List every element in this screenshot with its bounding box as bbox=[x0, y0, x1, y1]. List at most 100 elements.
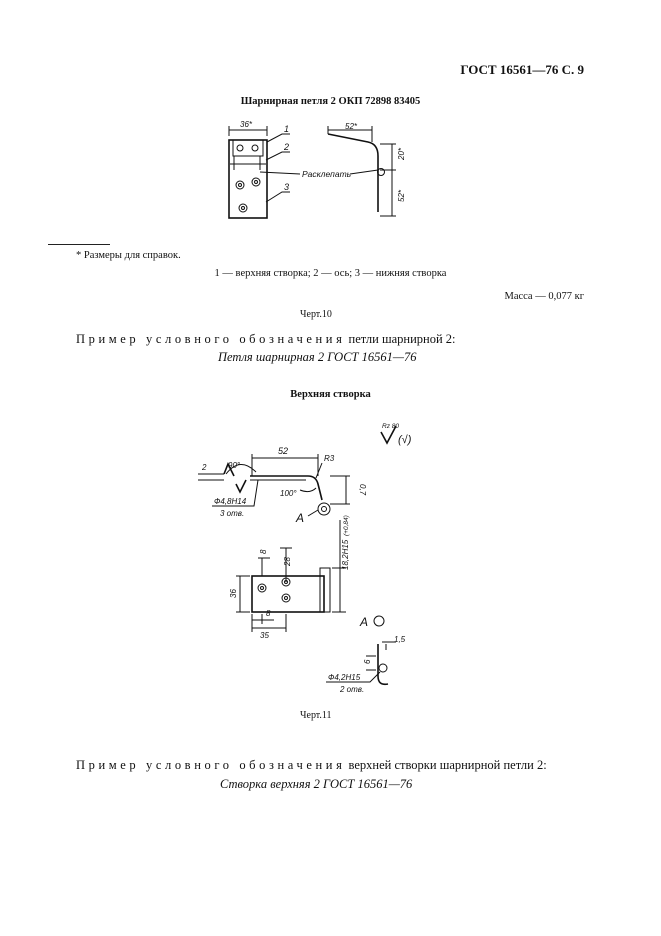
rivet-note: Расклепать bbox=[302, 169, 351, 179]
dim-width-line bbox=[228, 126, 268, 136]
dim-8-bottom-line bbox=[251, 614, 274, 632]
dim-bore-tol: (+0,84) bbox=[343, 515, 350, 536]
legend: 1 — верхняя створка; 2 — ось; 3 — нижняя… bbox=[214, 268, 447, 279]
leaf-profile bbox=[250, 475, 323, 501]
dim-width-label: 36* bbox=[240, 120, 253, 129]
knuckle-lines bbox=[230, 156, 266, 170]
roughness-label: Rz 80 bbox=[382, 423, 399, 430]
example-1-lead-spaced: Пример условного обозначения bbox=[76, 332, 346, 346]
footnote-rule bbox=[48, 244, 110, 245]
view-a-arrow bbox=[307, 509, 319, 517]
example-2-lead-tail: верхней створки шарнирной петли 2: bbox=[345, 758, 547, 772]
dim-8-bottom-label: 8 bbox=[266, 609, 271, 618]
example-1-lead: Пример условного обозначения петли шарни… bbox=[76, 332, 456, 347]
dim-52-label: 52 bbox=[278, 446, 288, 456]
dim-2-line bbox=[198, 473, 224, 481]
knuckle-inner bbox=[321, 506, 327, 512]
dim-90deg-label: 90° bbox=[228, 461, 241, 470]
dim-15-line bbox=[382, 641, 396, 650]
hole-upper-left bbox=[236, 144, 244, 152]
plan-hole-3-core bbox=[284, 596, 288, 600]
view-a-rotate-icon bbox=[373, 615, 385, 627]
rivet-3-core bbox=[241, 206, 245, 210]
hole-main-label: Ф4,8Н14 bbox=[214, 497, 247, 506]
dim-height2-label: 52* bbox=[397, 189, 406, 202]
callout-leaders bbox=[265, 133, 290, 203]
callout-1: 1 bbox=[284, 124, 289, 134]
leaf-plan-outline bbox=[251, 575, 325, 613]
dim-28-line bbox=[280, 547, 292, 582]
hole-small-label: Ф4,2Н15 bbox=[328, 673, 361, 682]
profile-knuckle bbox=[377, 168, 385, 176]
dim-07-label: 0,7 bbox=[358, 484, 367, 496]
footnote: * Размеры для справок. bbox=[76, 250, 181, 261]
view-a-profile bbox=[377, 644, 389, 686]
rivet-3 bbox=[238, 203, 248, 213]
dim-r3-leader bbox=[315, 462, 323, 479]
rivet-2-core bbox=[254, 180, 258, 184]
view-a-knuckle bbox=[378, 663, 388, 673]
example-2-lead-spaced: Пример условного обозначения bbox=[76, 758, 346, 772]
dim-length-label: 52* bbox=[345, 122, 358, 131]
hole-small-leader bbox=[326, 671, 381, 683]
dim-6-line bbox=[366, 655, 376, 671]
example-1-value: Петля шарнирная 2 ГОСТ 16561—76 bbox=[218, 350, 417, 364]
dim-8-top-line bbox=[258, 557, 270, 576]
dim-28-label: 28 bbox=[283, 557, 292, 567]
dim-100deg-arc bbox=[299, 487, 317, 493]
roughness-paren: (√) bbox=[398, 434, 412, 446]
dim-8-top-label: 8 bbox=[259, 549, 268, 554]
rivet-note-leaders bbox=[259, 169, 379, 175]
dim-52-line bbox=[251, 454, 319, 476]
dim-36-line bbox=[236, 575, 250, 613]
hole-upper-right bbox=[251, 144, 259, 152]
plan-hole-3 bbox=[281, 593, 291, 603]
roughness-mark-left-icon bbox=[223, 462, 235, 477]
hole-main-leader bbox=[212, 479, 259, 507]
lower-leaf-outline bbox=[228, 139, 268, 219]
section1-title: Шарнирная петля 2 ОКП 72898 83405 bbox=[240, 96, 421, 107]
rivet-1-core bbox=[238, 183, 242, 187]
dim-r3-label: R3 bbox=[324, 454, 335, 463]
rivet-2 bbox=[251, 177, 261, 187]
page-header: ГОСТ 16561—76 С. 9 bbox=[460, 62, 584, 77]
profile-view bbox=[327, 133, 379, 212]
upper-leaf-outline bbox=[232, 139, 264, 157]
figure-caption-10: Черт.10 bbox=[300, 309, 332, 320]
roughness-check-icon bbox=[380, 425, 397, 445]
dim-07-line bbox=[330, 475, 350, 505]
hole-count-label: 3 отв. bbox=[220, 509, 244, 518]
dim-35-label: 35 bbox=[260, 631, 269, 640]
dim-100deg-label: 100° bbox=[280, 489, 297, 498]
knuckle-plan bbox=[319, 567, 331, 613]
example-2-lead: Пример условного обозначения верхней ств… bbox=[76, 758, 547, 773]
hinge-assembly-drawing: 36* 1 2 3 Расклепать 52* 20* 52* bbox=[228, 120, 406, 219]
plan-hole-1-core bbox=[260, 586, 264, 590]
section2-title: Верхняя створка bbox=[290, 389, 371, 400]
mass-note: Масса — 0,077 кг bbox=[504, 291, 584, 302]
roughness-mark-right-icon bbox=[235, 479, 247, 494]
callout-2: 2 bbox=[283, 142, 289, 152]
dim-bore-label: 18,2Н15 bbox=[341, 539, 350, 570]
figure-caption-11: Черт.11 bbox=[300, 710, 332, 721]
dim-90deg-arc bbox=[225, 464, 257, 475]
example-1-lead-tail: петли шарнирной 2: bbox=[345, 332, 456, 346]
dim-height-lines bbox=[380, 143, 396, 217]
view-a-title: А bbox=[359, 615, 368, 629]
upper-leaf-drawing: Rz 80 (√) 52 R3 90° 100° 2 Ф4,8Н14 3 отв… bbox=[198, 423, 412, 694]
dim-length-line bbox=[327, 126, 373, 142]
hole-small-count: 2 отв. bbox=[339, 685, 364, 694]
dim-height1-label: 20* bbox=[397, 147, 406, 161]
dim-36-label: 36 bbox=[229, 589, 238, 598]
dim-15-label: 1,5 bbox=[394, 635, 406, 644]
knuckle-outer bbox=[317, 502, 331, 516]
dim-6-label: 6 bbox=[363, 659, 372, 664]
plan-hole-1 bbox=[257, 583, 267, 593]
rivet-1 bbox=[235, 180, 245, 190]
dim-bore-line bbox=[332, 520, 346, 613]
dim-2-label: 2 bbox=[201, 463, 207, 472]
callout-3: 3 bbox=[284, 182, 289, 192]
dim-35-line bbox=[252, 614, 287, 632]
view-a-marker: А bbox=[295, 511, 304, 525]
example-2-value: Створка верхняя 2 ГОСТ 16561—76 bbox=[220, 777, 413, 791]
